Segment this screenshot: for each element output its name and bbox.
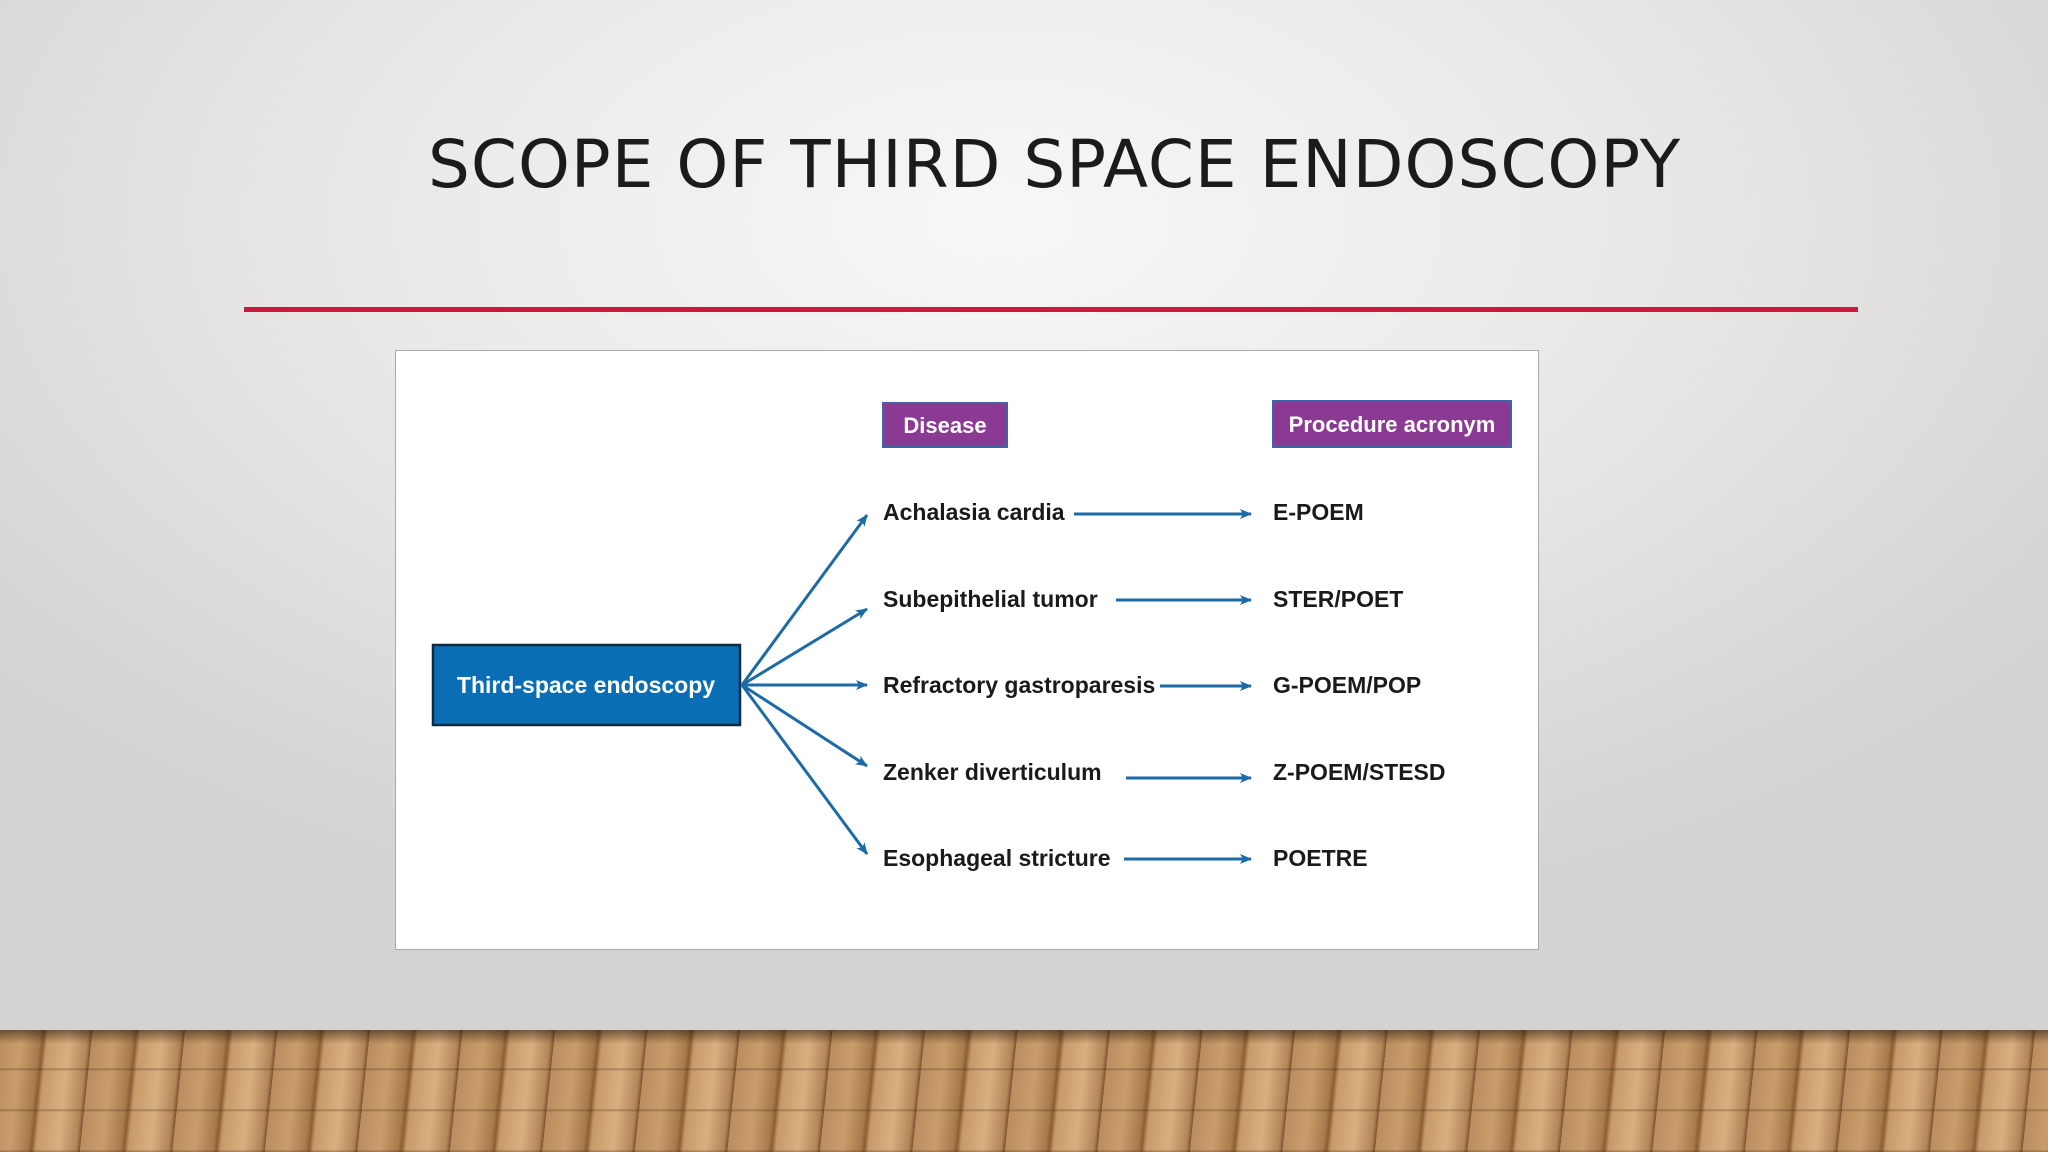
disease-label-5: Esophageal stricture xyxy=(883,845,1111,871)
row-4: Zenker diverticulum Z-POEM/STESD xyxy=(883,759,1446,785)
branch-arrows xyxy=(740,514,869,855)
disease-label-4: Zenker diverticulum xyxy=(883,759,1102,785)
row-5: Esophageal stricture POETRE xyxy=(883,845,1368,871)
row-2: Subepithelial tumor STER/POET xyxy=(883,586,1403,612)
title-divider xyxy=(244,307,1858,312)
header-disease-box xyxy=(882,402,1008,448)
header-disease-label: Disease xyxy=(903,413,986,438)
header-procedure-box xyxy=(1272,400,1512,448)
disease-label-2: Subepithelial tumor xyxy=(883,586,1098,612)
branch-arrow-2 xyxy=(741,607,868,687)
wood-floor-background xyxy=(0,1030,2048,1152)
disease-label-3: Refractory gastroparesis xyxy=(883,672,1155,698)
procedure-label-2: STER/POET xyxy=(1273,586,1403,612)
header-procedure: Procedure acronym xyxy=(1272,400,1512,448)
wood-floor-grain xyxy=(0,1030,2048,1152)
header-procedure-label: Procedure acronym xyxy=(1289,412,1496,437)
procedure-label-1: E-POEM xyxy=(1273,499,1364,525)
diagram-canvas: Third-space endoscopy Disease Procedure … xyxy=(431,400,1512,871)
branch-arrow-5 xyxy=(740,684,869,855)
row-3: Refractory gastroparesis G-POEM/POP xyxy=(883,672,1421,698)
procedure-label-4: Z-POEM/STESD xyxy=(1273,759,1446,785)
header-disease: Disease xyxy=(882,402,1008,448)
diagram-figure: Third-space endoscopy Disease Procedure … xyxy=(395,350,1539,950)
branch-arrow-1 xyxy=(740,514,869,686)
procedure-label-3: G-POEM/POP xyxy=(1273,672,1421,698)
procedure-label-5: POETRE xyxy=(1273,845,1368,871)
disease-label-1: Achalasia cardia xyxy=(883,499,1065,525)
root-node: Third-space endoscopy xyxy=(431,643,742,727)
root-node-box xyxy=(431,643,742,727)
root-node-label: Third-space endoscopy xyxy=(457,672,715,698)
branch-arrow-4 xyxy=(741,683,868,768)
slide-title: SCOPE OF THIRD SPACE ENDOSCOPY xyxy=(428,126,1682,203)
row-1: Achalasia cardia E-POEM xyxy=(883,499,1364,525)
